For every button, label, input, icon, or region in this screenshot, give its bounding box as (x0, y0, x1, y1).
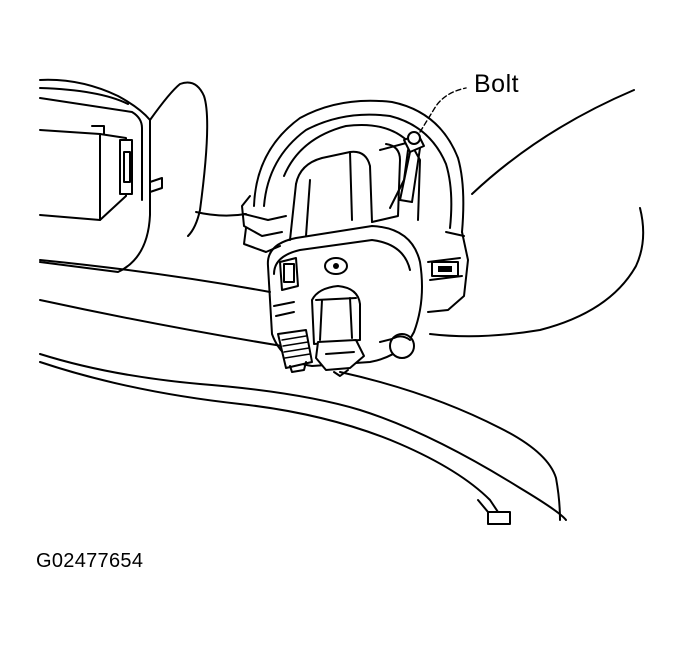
figure-id-label: G02477654 (36, 550, 144, 572)
callout-leader-line (419, 87, 467, 133)
lamp-body (289, 141, 421, 241)
lamp-housing (241, 99, 469, 313)
bulb-connector (311, 285, 365, 377)
aim-screw (379, 333, 415, 359)
bolt-callout-label: Bolt (474, 70, 520, 98)
left-bracket (39, 78, 209, 273)
bolt (399, 131, 425, 203)
adjuster-knob (277, 329, 313, 373)
